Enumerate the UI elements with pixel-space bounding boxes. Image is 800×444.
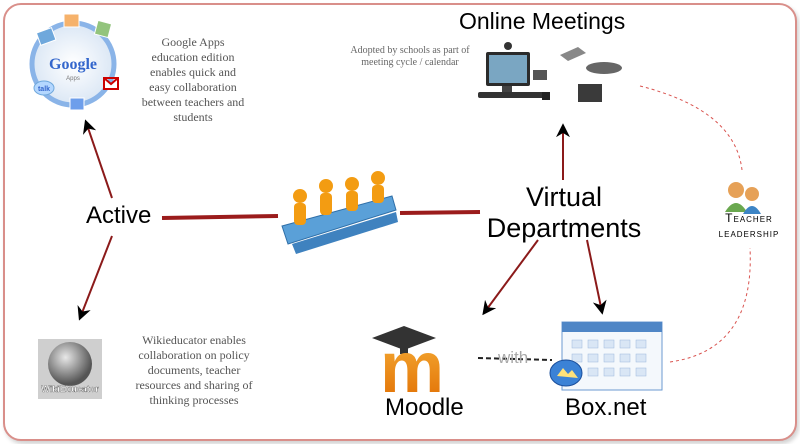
dotted-link-meetings-leadership: [639, 85, 743, 171]
link-hub-vd: [399, 210, 481, 215]
node-online-meetings: Online Meetings: [459, 8, 626, 34]
teacher-leadership-icon: [725, 182, 761, 214]
dotted-link-box-leadership: [669, 247, 751, 363]
arrow-vd-box: [586, 239, 607, 315]
google-apps-subtitle: Apps: [66, 76, 80, 82]
node-box-net: Box.net: [565, 394, 647, 421]
note-wikieducator: Wikieducator enables collaboration on po…: [135, 333, 253, 407]
arrow-active-google: [83, 119, 113, 199]
wikieducator-logo-text: WikiEducator: [41, 384, 99, 394]
node-teacher-leadership: Teacher leadership: [718, 211, 780, 240]
dashed-link-moodle-box: [477, 357, 553, 361]
node-moodle: Moodle: [385, 394, 464, 421]
diagram-frame: [3, 3, 797, 441]
note-online-meetings: Adopted by schools as part of meeting cy…: [350, 45, 470, 68]
link-active-hub: [161, 214, 279, 220]
moodle-logo-icon: m: [372, 326, 444, 408]
note-google-apps: Google Apps education edition enables qu…: [141, 35, 245, 124]
connector-with-label: with: [498, 348, 529, 367]
google-apps-icon: Google Apps talk: [29, 13, 119, 111]
talk-icon-text: talk: [38, 86, 50, 93]
arrow-vd-moodle: [482, 239, 539, 316]
node-active: Active: [86, 202, 152, 229]
online-meetings-icon: [478, 42, 622, 102]
moodle-letter: m: [380, 328, 444, 408]
arrow-active-wiki: [77, 235, 113, 321]
collaboration-puzzle-icon: [281, 171, 398, 254]
node-virtual-departments: Virtual Departments: [486, 182, 642, 243]
wikieducator-icon: WikiEducator: [38, 339, 102, 399]
box-net-icon: [549, 321, 663, 391]
google-logo-text: Google: [49, 56, 97, 73]
